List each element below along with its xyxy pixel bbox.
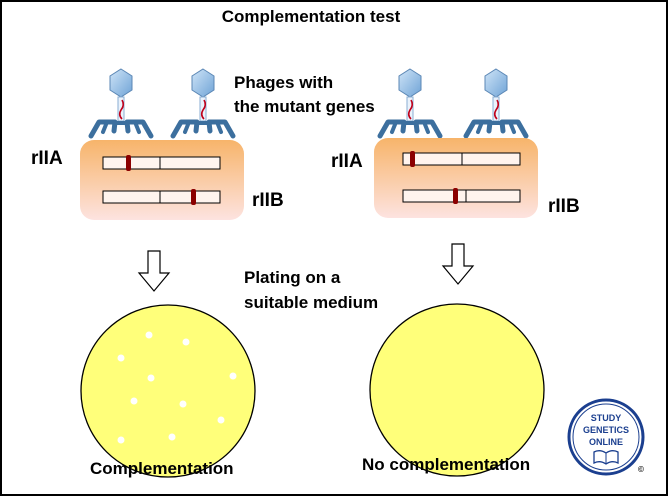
petri-plate-with-plaques [80, 304, 256, 478]
logo-copyright-mark: © [638, 465, 644, 474]
book-icon [593, 450, 619, 465]
logo-line3: ONLINE [589, 437, 623, 447]
bacteriophage-icon [91, 69, 151, 136]
petri-plate-no-plaques [369, 303, 545, 477]
phage-caption-line1: Phages with [234, 73, 333, 92]
left-label-rIIB: rIIB [252, 190, 284, 211]
study-genetics-online-logo: STUDY GENETICS ONLINE © [567, 398, 645, 476]
left-result-label: Complementation [90, 459, 234, 478]
plaque [145, 331, 153, 339]
plaque [130, 397, 138, 405]
plaque [182, 338, 190, 346]
plaque [147, 374, 155, 382]
right-label-rIIB: rIIB [548, 196, 580, 217]
mutation-mark [191, 189, 196, 205]
left-rIIA-gene [102, 156, 221, 170]
bacteriophage-icon [466, 69, 526, 136]
mutation-mark [126, 155, 131, 171]
mutation-mark [453, 188, 458, 204]
down-arrow-icon [442, 243, 474, 285]
right-rIIB-gene [402, 189, 521, 203]
plaque [117, 354, 125, 362]
mutation-mark [410, 151, 415, 167]
right-result-label: No complementation [362, 455, 530, 474]
bacteriophage-icon [173, 69, 233, 136]
logo-line1: STUDY [591, 413, 622, 423]
right-gene-box [374, 138, 538, 218]
logo-line2: GENETICS [583, 425, 629, 435]
left-label-rIIA: rIIA [31, 148, 63, 169]
plaques [117, 331, 237, 444]
diagram-title: Complementation test [222, 7, 401, 26]
phage-caption-line2: the mutant genes [234, 97, 375, 116]
plaque [217, 416, 225, 424]
plaque [168, 433, 176, 441]
plaque [179, 400, 187, 408]
left-rIIB-gene [102, 190, 221, 204]
left-gene-box [80, 140, 244, 220]
plating-caption-line2: suitable medium [244, 293, 378, 312]
plating-caption-line1: Plating on a [244, 268, 341, 287]
right-label-rIIA: rIIA [331, 151, 363, 172]
plaque [229, 372, 237, 380]
down-arrow-icon [138, 250, 170, 292]
bacteriophage-icon [380, 69, 440, 136]
plaque [117, 436, 125, 444]
